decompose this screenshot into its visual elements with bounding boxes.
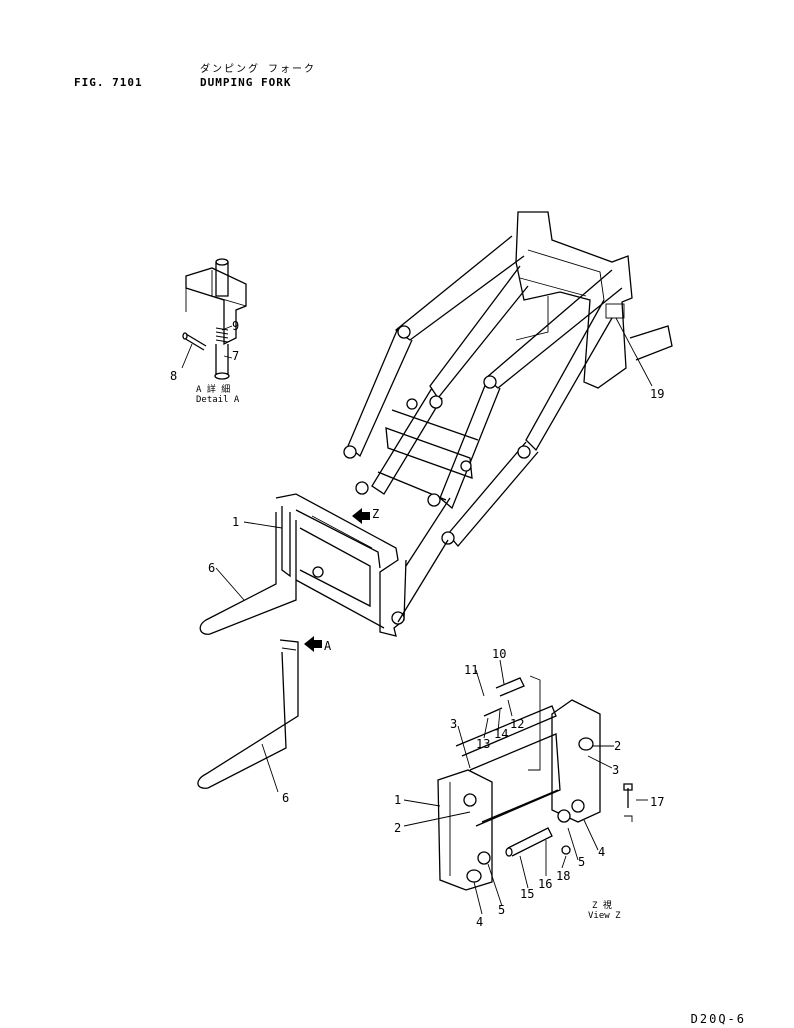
arrow-a-label: A xyxy=(324,639,332,653)
callout-3: 3 xyxy=(450,717,457,731)
callout-1: 1 xyxy=(394,793,401,807)
callout-16: 16 xyxy=(538,877,552,891)
diagram-title: DUMPING FORK xyxy=(200,76,292,89)
callout-6: 6 xyxy=(282,791,289,805)
loose-fork xyxy=(197,636,322,789)
callout-3: 3 xyxy=(612,763,619,777)
detail-a-caption-jp: A 詳 細 xyxy=(196,383,230,395)
callout-1: 1 xyxy=(232,515,239,529)
detail-a-caption: Detail A xyxy=(196,395,240,405)
callout-14: 14 xyxy=(494,727,508,741)
arrow-z-label: Z xyxy=(372,507,379,521)
detail-a-assembly xyxy=(182,258,247,380)
callout-19: 19 xyxy=(650,387,664,401)
title-japanese: ダンピング フォーク xyxy=(200,64,317,75)
callout-15: 15 xyxy=(520,887,534,901)
callout-13: 13 xyxy=(476,737,490,751)
callout-5: 5 xyxy=(578,855,585,869)
callout-2: 2 xyxy=(614,739,621,753)
view-z-assembly xyxy=(437,675,633,891)
callout-9: 9 xyxy=(232,319,239,333)
callout-8: 8 xyxy=(170,369,177,383)
callout-12: 12 xyxy=(510,717,524,731)
view-z-caption-jp: Z 視 xyxy=(592,899,612,911)
callout-17: 17 xyxy=(650,795,664,809)
callout-2: 2 xyxy=(394,821,401,835)
callout-4: 4 xyxy=(476,915,483,929)
callout-18: 18 xyxy=(556,869,570,883)
callout-7: 7 xyxy=(232,349,239,363)
leader-lines xyxy=(181,317,653,915)
page-code: D20Q-6 xyxy=(690,1012,746,1026)
callout-10: 10 xyxy=(492,647,506,661)
loader-lift-arms xyxy=(343,211,673,548)
callout-6: 6 xyxy=(208,561,215,575)
view-z-arrow xyxy=(352,508,370,524)
view-z-caption: View Z xyxy=(588,911,621,921)
callout-5: 5 xyxy=(498,903,505,917)
callout-11: 11 xyxy=(464,663,478,677)
callout-4: 4 xyxy=(598,845,605,859)
figure-number: FIG. 7101 xyxy=(74,76,143,89)
fork-carriage xyxy=(199,493,451,637)
